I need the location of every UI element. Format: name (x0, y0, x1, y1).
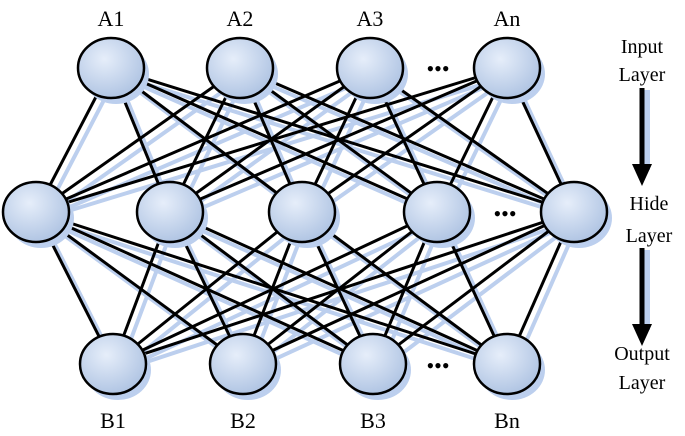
output-node-label-b3: B3 (360, 408, 386, 433)
input-layer-ellipsis: ••• (426, 56, 449, 81)
input-layer-label-line2: Layer (619, 64, 666, 86)
hidden-layer-label-line2: Layer (626, 225, 673, 247)
edge-hidden-1-output-2 (35, 210, 244, 366)
hidden-node-1 (1, 180, 74, 248)
edge-input-1-hidden-5 (110, 66, 575, 214)
edge-input-3-hidden-1-shadow (41, 73, 377, 221)
hidden-node-5 (539, 180, 612, 248)
edge-input-3-hidden-1 (35, 66, 371, 214)
edge-input-4-hidden-3 (301, 66, 508, 214)
edge-hidden-5-output-1 (112, 210, 575, 366)
input-node-label-a1: A1 (98, 6, 125, 31)
arrow-hidden-to-output (632, 248, 652, 346)
edge-hidden-4-output-1 (112, 210, 438, 366)
hidden-node-2 (135, 180, 208, 248)
input-node-label-a2: A2 (227, 6, 254, 31)
edge-input-4-hidden-1 (35, 66, 508, 214)
input-node-3 (335, 36, 408, 104)
output-layer-label-line2: Layer (619, 372, 666, 394)
arrow-input-to-hidden (632, 88, 652, 186)
output-node-1 (78, 332, 151, 400)
edge-input-4-hidden-2 (169, 66, 508, 214)
edge-input-2-hidden-1 (35, 66, 241, 214)
output-node-3 (338, 332, 411, 400)
output-node-label-bn: Bn (494, 408, 520, 433)
output-node-label-b1: B1 (100, 408, 126, 433)
output-node-label-b2: B2 (230, 408, 256, 433)
output-node-4 (472, 332, 545, 400)
hidden-node-4 (402, 180, 475, 248)
hidden-layer-label-line1: Hide (630, 193, 669, 215)
hidden-node-3 (267, 180, 340, 248)
input-node-label-a3: A3 (357, 6, 384, 31)
edge-hidden-1-output-3 (35, 210, 374, 366)
edge-hidden-5-output-3 (372, 210, 575, 366)
edge-hidden-3-output-1 (112, 210, 303, 366)
input-node-label-an: An (494, 6, 521, 31)
edge-hidden-5-output-3-shadow (377, 217, 582, 373)
edge-input-4-hidden-3-shadow (306, 73, 515, 221)
input-node-2 (205, 36, 278, 104)
input-node-4 (472, 36, 545, 104)
edge-hidden-5-output-2 (242, 210, 575, 366)
output-node-2 (208, 332, 281, 400)
input-node-1 (76, 36, 149, 104)
neuron-nodes (1, 36, 612, 400)
output-layer-label-line1: Output (614, 343, 670, 365)
hidden-layer-ellipsis: ••• (493, 201, 516, 226)
output-layer-ellipsis: ••• (426, 353, 449, 378)
input-layer-label-line1: Input (621, 36, 664, 58)
edge-input-4-hidden-2-shadow (175, 73, 514, 221)
